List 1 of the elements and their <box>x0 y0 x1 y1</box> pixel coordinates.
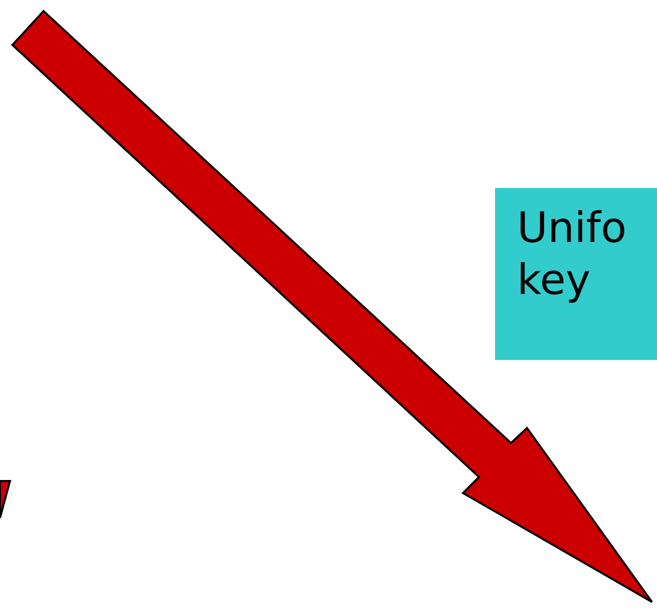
label-box: Unifo key <box>495 188 657 360</box>
